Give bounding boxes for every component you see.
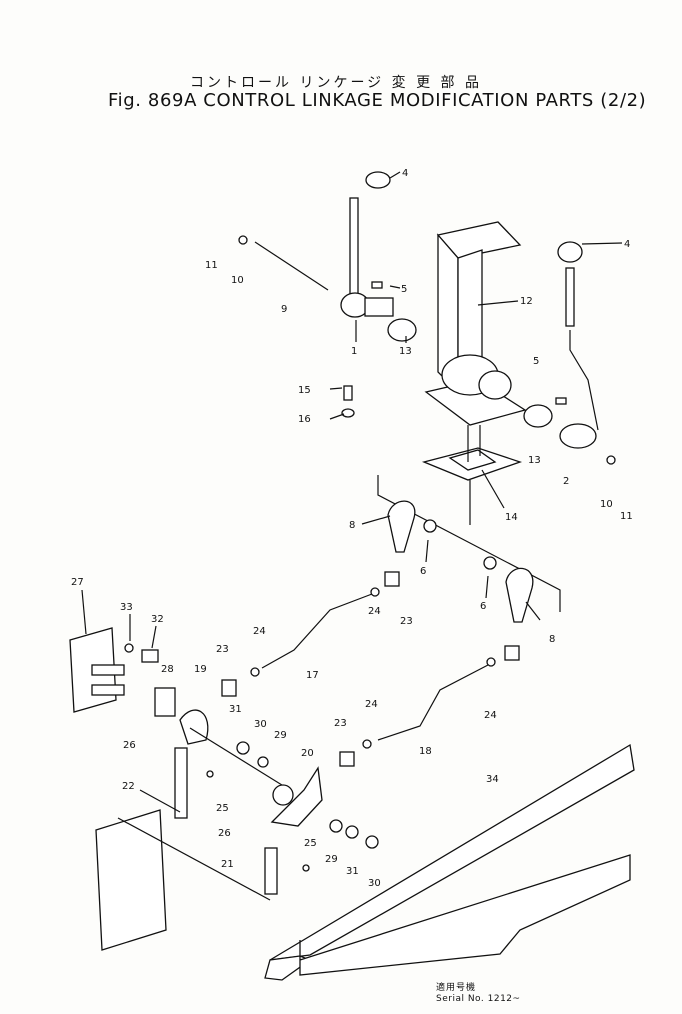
callout-label: 24 <box>253 626 266 637</box>
callout-label: 29 <box>274 730 287 741</box>
callout-label: 13 <box>399 346 412 357</box>
callout-label: 27 <box>71 577 84 588</box>
lower-linkage-assembly <box>69 627 379 951</box>
callout-label: 14 <box>505 512 518 523</box>
callout-label: 32 <box>151 614 164 625</box>
callout-label: 22 <box>122 781 135 792</box>
callout-label: 25 <box>216 803 229 814</box>
callout-label: 20 <box>301 748 314 759</box>
callout-label: 15 <box>298 385 311 396</box>
callout-label: 26 <box>218 828 231 839</box>
callout-label: 23 <box>400 616 413 627</box>
callout-label: 24 <box>484 710 497 721</box>
callout-leaders <box>81 171 623 649</box>
callout-label: 6 <box>420 566 426 577</box>
callout-label: 26 <box>123 740 136 751</box>
callout-label: 21 <box>221 859 234 870</box>
callout-label: 17 <box>306 670 319 681</box>
serial-number: Serial No. 1212~ <box>436 994 521 1004</box>
callout-label: 10 <box>600 499 613 510</box>
callout-label: 13 <box>528 455 541 466</box>
callout-label: 12 <box>520 296 533 307</box>
callout-label: 4 <box>402 168 408 179</box>
callout-label: 24 <box>368 606 381 617</box>
japanese-title: コントロール リンケージ 変 更 部 品 <box>190 75 482 91</box>
callout-label: 16 <box>298 414 311 425</box>
callout-label: 5 <box>533 356 539 367</box>
callout-label: 2 <box>563 476 569 487</box>
callout-label: 1 <box>351 346 357 357</box>
callout-label: 9 <box>281 304 287 315</box>
callout-label: 10 <box>231 275 244 286</box>
callout-label: 11 <box>205 260 218 271</box>
callout-label: 6 <box>480 601 486 612</box>
callout-label: 24 <box>365 699 378 710</box>
callout-label: 19 <box>194 664 207 675</box>
callout-label: 23 <box>334 718 347 729</box>
callout-label: 31 <box>346 866 359 877</box>
callout-label: 4 <box>624 239 630 250</box>
callout-label: 23 <box>216 644 229 655</box>
callout-label: 31 <box>229 704 242 715</box>
callout-label: 30 <box>368 878 381 889</box>
callout-label: 18 <box>419 746 432 757</box>
serial-japanese: 適用号機 <box>436 983 477 993</box>
callout-label: 25 <box>304 838 317 849</box>
callout-label: 5 <box>401 284 407 295</box>
linkage-arms-and-rods <box>221 475 561 767</box>
callout-label: 29 <box>325 854 338 865</box>
left-control-lever <box>238 171 417 342</box>
plate-34 <box>264 743 635 981</box>
callout-labels: 4 4 11 10 9 5 12 1 13 15 16 5 13 2 10 11… <box>71 168 633 889</box>
callout-label: 28 <box>161 664 174 675</box>
callout-label: 30 <box>254 719 267 730</box>
callout-label: 8 <box>349 520 355 531</box>
callout-label: 33 <box>120 602 133 613</box>
figure-title: Fig. 869A CONTROL LINKAGE MODIFICATION P… <box>108 90 647 111</box>
callout-label: 34 <box>486 774 499 785</box>
callout-label: 11 <box>620 511 633 522</box>
right-control-lever <box>341 241 616 465</box>
callout-label: 8 <box>549 634 555 645</box>
lever-stand-bracket <box>421 221 527 481</box>
